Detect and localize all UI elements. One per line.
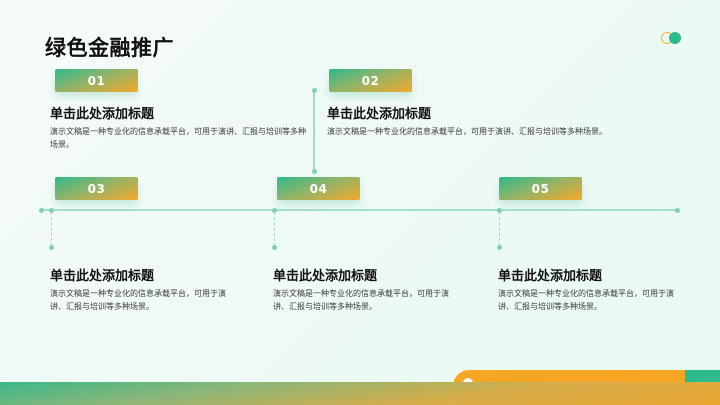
- badge-03[interactable]: 03: [55, 177, 138, 200]
- timeline-node-05: [497, 208, 502, 213]
- bottom-gradient-bar: [0, 382, 720, 405]
- dot-icon: [669, 32, 681, 44]
- item-02-heading[interactable]: 单击此处添加标题: [327, 107, 432, 122]
- toggle-decoration-icon: [661, 31, 683, 45]
- item-01-heading[interactable]: 单击此处添加标题: [50, 107, 155, 122]
- connector-02-top-node: [312, 88, 317, 93]
- connector-04-end-node: [272, 245, 277, 250]
- connector-03: [51, 212, 52, 246]
- timeline-node-04: [272, 208, 277, 213]
- item-05-description[interactable]: 演示文稿是一种专业化的信息承载平台，可用于演讲、汇报与培训等多种场景。: [498, 289, 674, 311]
- badge-01[interactable]: 01: [55, 69, 138, 92]
- slide-title[interactable]: 绿色金融推广: [45, 36, 174, 60]
- item-03-description[interactable]: 演示文稿是一种专业化的信息承载平台，可用于演讲、汇报与培训等多种场景。: [50, 289, 226, 311]
- timeline-start-node: [39, 208, 44, 213]
- timeline-end-node: [675, 208, 680, 213]
- timeline-node-03: [49, 208, 54, 213]
- connector-04: [274, 212, 275, 246]
- connector-03-end-node: [49, 245, 54, 250]
- connector-05-end-node: [497, 245, 502, 250]
- item-04-description[interactable]: 演示文稿是一种专业化的信息承载平台，可用于演讲、汇报与培训等多种场景。: [273, 289, 449, 311]
- item-02-description[interactable]: 演示文稿是一种专业化的信息承载平台，可用于演讲、汇报与培训等多种场景。: [327, 127, 607, 136]
- connector-02-bottom-node: [312, 169, 317, 174]
- badge-04[interactable]: 04: [277, 177, 360, 200]
- item-04-heading[interactable]: 单击此处添加标题: [273, 269, 378, 284]
- badge-02[interactable]: 02: [329, 69, 412, 92]
- timeline-line: [41, 209, 678, 211]
- connector-05: [499, 212, 500, 246]
- item-01-description[interactable]: 演示文稿是一种专业化的信息承载平台，可用于演讲、汇报与培训等多种场景。: [50, 127, 306, 149]
- item-05-heading[interactable]: 单击此处添加标题: [498, 269, 603, 284]
- item-03-heading[interactable]: 单击此处添加标题: [50, 269, 155, 284]
- connector-02: [313, 90, 315, 170]
- badge-05[interactable]: 05: [499, 177, 582, 200]
